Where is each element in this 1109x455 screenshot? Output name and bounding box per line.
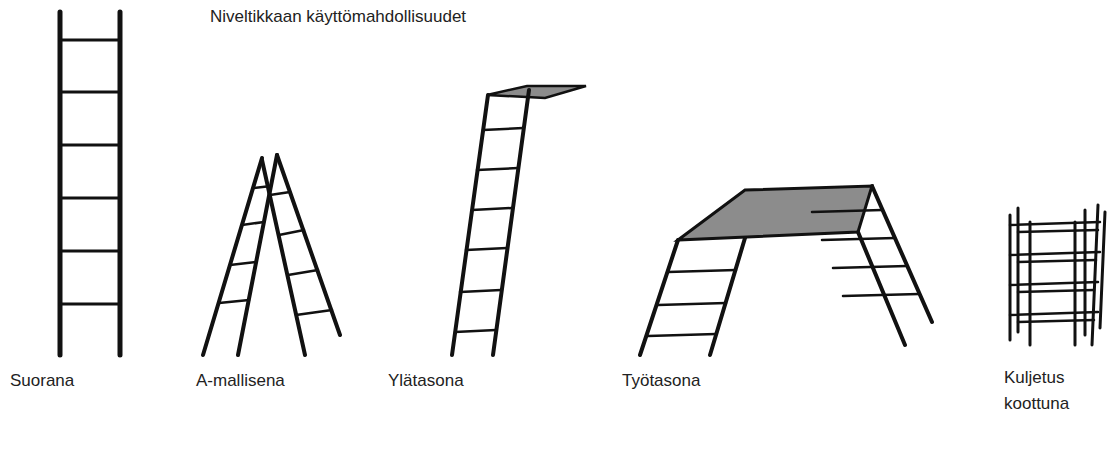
top-platform-ladder [452,86,586,355]
usage-label: Ylätasona [388,368,464,394]
a-frame-ladder [203,155,340,355]
usage-label: Työtasona [622,368,700,394]
usage-label: A-mallisena [196,368,285,394]
work-platform-ladder [640,186,932,355]
diagram-title: Niveltikkaan käyttömahdollisuudet [210,4,466,30]
usage-label: Kuljetus koottuna [1004,365,1099,417]
straight-ladder [60,12,120,355]
folded-ladder [1010,205,1105,345]
usage-label: Suorana [10,368,74,394]
